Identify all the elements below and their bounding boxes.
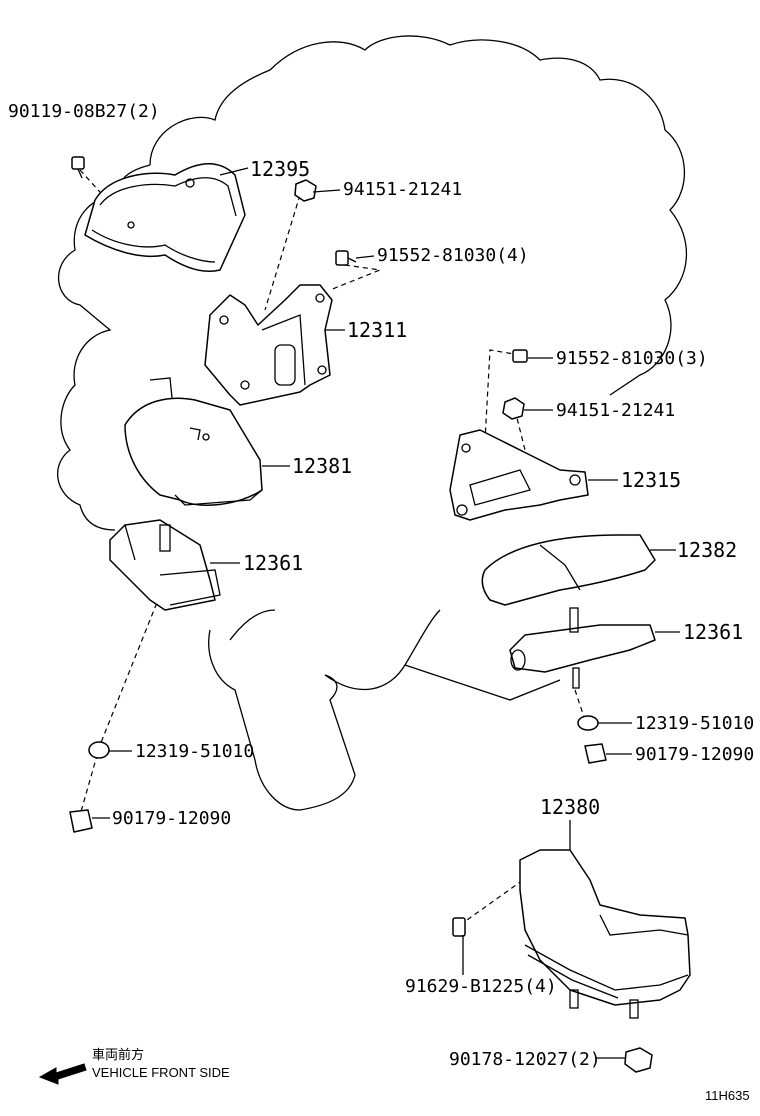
label-90119: 90119-08B27(2) <box>8 101 160 122</box>
label-12311: 12311 <box>347 318 407 342</box>
label-90179-left: 90179-12090 <box>112 808 231 829</box>
part-12311-bracket[interactable] <box>204 284 333 406</box>
part-12381-cover[interactable] <box>124 377 263 506</box>
nut-94151-upper[interactable] <box>294 179 317 202</box>
part-12361-mount-left[interactable] <box>109 519 221 611</box>
nut-90178[interactable] <box>624 1047 653 1073</box>
label-12381: 12381 <box>292 454 352 478</box>
label-91552-right: 91552-81030(3) <box>556 348 708 369</box>
bolt-91552-upper[interactable] <box>335 250 357 266</box>
label-12361-right: 12361 <box>683 620 743 644</box>
label-leaders <box>92 167 680 1059</box>
label-91629: 91629-B1225(4) <box>405 976 557 997</box>
bolt-90119[interactable] <box>71 156 85 179</box>
vehicle-front-note: 車両前方 VEHICLE FRONT SIDE <box>38 1047 230 1085</box>
part-12361-mount-right[interactable] <box>509 607 656 689</box>
bolt-91629[interactable] <box>452 917 466 937</box>
label-94151-upper: 94151-21241 <box>343 179 462 200</box>
front-note-japanese: 車両前方 <box>92 1047 144 1062</box>
nut-90179-right[interactable] <box>584 743 607 764</box>
part-12395-insulator[interactable] <box>84 163 246 272</box>
label-12319-right: 12319-51010 <box>635 713 754 734</box>
part-12382-cover[interactable] <box>481 534 656 606</box>
nut-90179-left[interactable] <box>69 809 93 833</box>
label-12361-left: 12361 <box>243 551 303 575</box>
bolt-91552-right[interactable] <box>512 349 528 363</box>
label-94151-right: 94151-21241 <box>556 400 675 421</box>
nut-94151-right[interactable] <box>502 397 525 420</box>
label-12319-left: 12319-51010 <box>135 741 254 762</box>
part-labels: 90119-08B27(2) 12395 94151-21241 91552-8… <box>8 101 754 1070</box>
part-12315-bracket[interactable] <box>449 429 589 521</box>
label-12382: 12382 <box>677 538 737 562</box>
part-12380-mount[interactable] <box>519 849 691 1019</box>
label-91552-upper: 91552-81030(4) <box>377 245 529 266</box>
washer-12319-right[interactable] <box>577 715 599 731</box>
label-12315: 12315 <box>621 468 681 492</box>
front-note-english: VEHICLE FRONT SIDE <box>92 1065 230 1080</box>
figure-code: 11H635 <box>705 1088 750 1103</box>
label-90179-right: 90179-12090 <box>635 744 754 765</box>
label-12395: 12395 <box>250 157 310 181</box>
label-90178: 90178-12027(2) <box>449 1049 601 1070</box>
label-12380: 12380 <box>540 795 600 819</box>
washer-12319-left[interactable] <box>88 741 110 759</box>
front-arrow-icon <box>38 1063 87 1085</box>
